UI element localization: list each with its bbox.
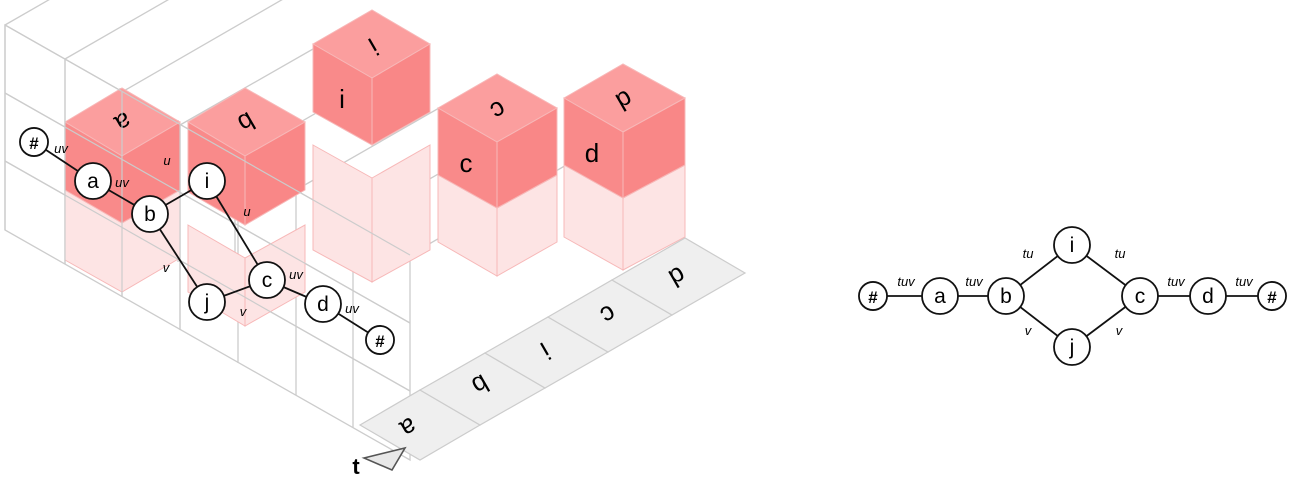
graph-node-j: j [1053,328,1091,366]
node-label: j [204,291,210,314]
node-circle [188,283,226,321]
graph-node-c: c [248,261,286,299]
grid-line [4,160,411,392]
node-circle [74,162,112,200]
graph-node-hash_end: # [1257,281,1287,311]
edge-label: tuv [897,274,916,289]
node-label: a [934,285,946,308]
node-label: # [868,288,878,307]
graph-node-i: i [188,162,226,200]
cube-side-face [496,107,558,209]
grid-line [4,0,50,26]
node-label: d [1202,285,1214,308]
edge-label: tuv [1235,274,1254,289]
graph-nodes: # a b i j c d # [858,226,1287,366]
graph-node-a: a [74,162,112,200]
graph-node-b: b [131,195,169,233]
node-circle [304,285,342,323]
edge-label: uv [54,141,69,156]
graph-node-d: d [1189,277,1227,315]
cube-c: c c [436,73,559,209]
node-circle [1053,226,1091,264]
node-circle [921,277,959,315]
edge-label: uv [115,175,130,190]
node-circle [1053,328,1091,366]
cube-front-letter: c [460,148,473,178]
node-circle [131,195,169,233]
node-circle [1121,277,1159,315]
edge-label: tu [1023,246,1034,261]
graph-node-hash_end: # [365,325,395,355]
grid-line [64,0,170,60]
cube-front-letter: i [339,84,345,114]
graph-node-a: a [921,277,959,315]
time-axis-strip: a b i c d [358,237,747,461]
grid-line [4,92,411,324]
graph-node-b: b [987,277,1025,315]
graph-node-i: i [1053,226,1091,264]
arrowhead-icon [361,446,407,472]
grid-line [4,24,411,256]
cube-side-face [622,97,686,199]
edge-label: u [163,153,170,168]
isometric-scene: a b i i c c [4,0,747,477]
node-label: i [205,170,210,193]
node-circle [19,127,49,157]
cube-i: i i [311,9,431,146]
edge-label: tu [1115,246,1126,261]
node-label: # [1267,288,1277,307]
node-label: b [1000,285,1012,308]
node-circle [858,281,888,311]
node-circle [1257,281,1287,311]
cube-front-letter: d [585,138,599,168]
graph-nodes: # a b i j c d # [19,127,395,355]
cube-d: d d [562,63,687,199]
node-label: b [144,203,156,226]
node-circle [188,162,226,200]
time-label: t [352,454,360,477]
node-label: i [1070,234,1075,257]
axis-cell [610,237,747,316]
ghost-cube-face [312,144,373,283]
cube-side-face [244,121,306,226]
edge-label: tuv [965,274,984,289]
graph-node-d: d [304,285,342,323]
node-label: d [317,293,329,316]
graph-node-j: j [188,283,226,321]
ghost-cube-face [371,144,431,283]
edge-label: u [243,204,250,219]
node-circle [365,325,395,355]
node-label: c [262,269,273,292]
node-circle [1189,277,1227,315]
graph-edge-i-c [206,180,268,281]
graph-node-hash_start: # [858,281,888,311]
edge-label: v [240,304,248,319]
node-label: # [375,332,385,351]
edge-label: v [163,260,171,275]
edge-label: tuv [1167,274,1186,289]
node-label: c [1135,285,1146,308]
cube-side-face [371,43,431,146]
node-label: # [29,134,39,153]
edge-label: v [1116,323,1124,338]
node-label: a [87,170,99,193]
edge-label: uv [289,267,304,282]
node-label: j [1069,336,1075,359]
edge-label: v [1025,323,1033,338]
edge-label: uv [345,301,360,316]
node-circle [987,277,1025,315]
node-circle [248,261,286,299]
grid-line [121,0,283,93]
graph-node-c: c [1121,277,1159,315]
graph-node-hash_start: # [19,127,49,157]
time-arrow: t [352,446,407,477]
